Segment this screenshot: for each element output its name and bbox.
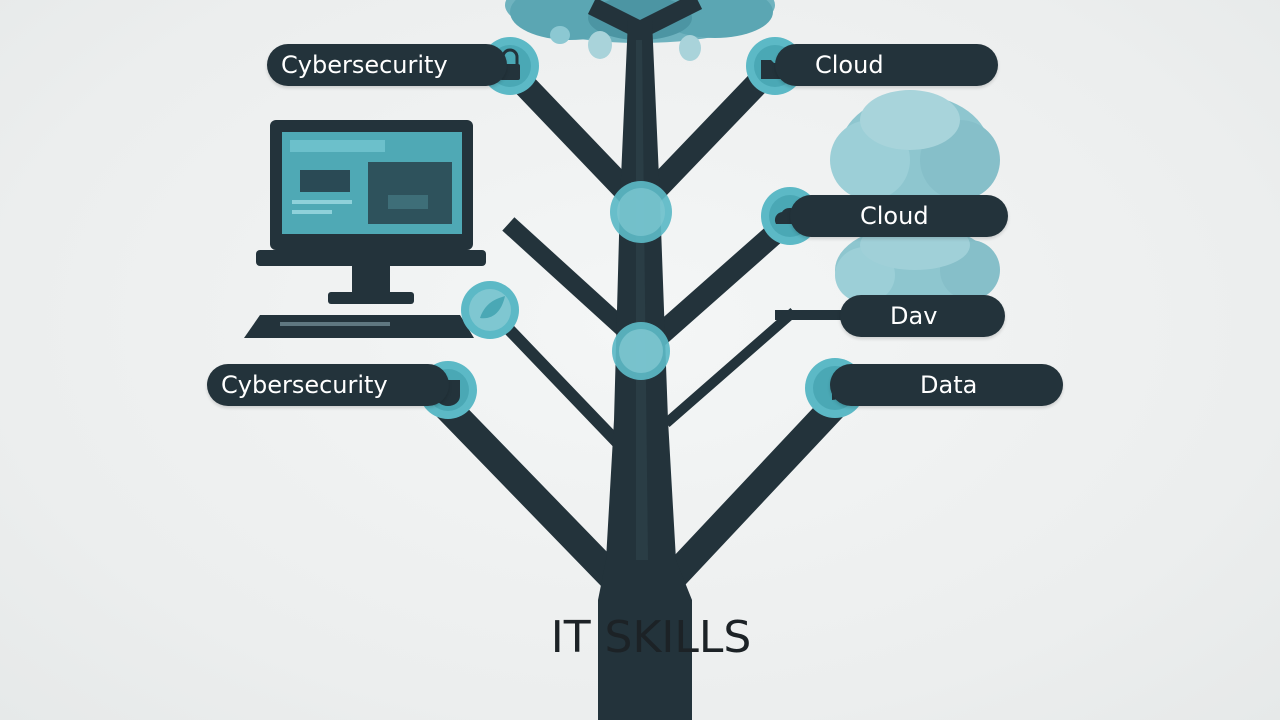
node-leaf-left — [461, 281, 519, 339]
label-data: Data — [830, 364, 1063, 406]
label-dav: Dav — [840, 295, 1005, 337]
trunk-nodes — [610, 181, 672, 380]
label-cybersecurity-top: Cybersecurity — [267, 44, 507, 86]
label-cloud-mid: Cloud — [790, 195, 1008, 237]
computer-monitor-icon — [244, 120, 486, 338]
label-cybersecurity-bottom: Cybersecurity — [207, 364, 449, 406]
diagram-title: IT SKILLS — [550, 612, 752, 663]
label-cloud-top: Cloud — [775, 44, 998, 86]
cloud-foliage — [830, 90, 1000, 315]
